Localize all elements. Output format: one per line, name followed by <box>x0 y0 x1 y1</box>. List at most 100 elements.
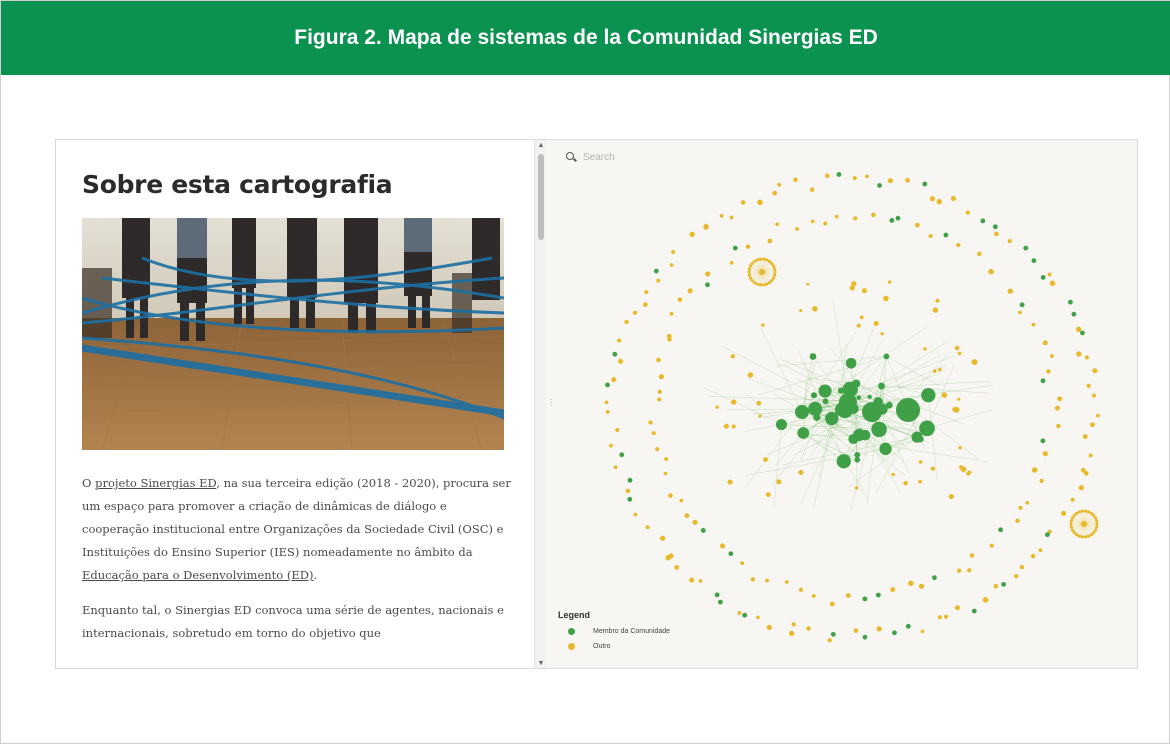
graph-node-other[interactable] <box>1095 519 1099 523</box>
graph-node-other[interactable] <box>1088 453 1093 458</box>
graph-node-other[interactable] <box>943 614 949 619</box>
graph-node-other[interactable] <box>1082 434 1088 440</box>
graph-edge[interactable] <box>832 300 858 455</box>
graph-node-other[interactable] <box>956 568 962 573</box>
graph-node-other[interactable] <box>982 597 989 603</box>
scroll-thumb[interactable] <box>538 154 544 240</box>
graph-node-other[interactable] <box>923 347 927 351</box>
graph-node-other[interactable] <box>737 610 742 615</box>
network-map-panel[interactable]: Legend Membro da Comunidade Outro <box>552 140 1137 668</box>
graph-node-member[interactable] <box>980 218 986 224</box>
graph-node-other[interactable] <box>657 389 662 394</box>
graph-node-other[interactable] <box>766 624 772 630</box>
graph-node-member[interactable] <box>871 421 887 438</box>
graph-node-other[interactable] <box>679 498 684 503</box>
graph-node-member[interactable] <box>830 631 836 637</box>
graph-node-other[interactable] <box>1080 509 1085 513</box>
graph-edge[interactable] <box>850 380 991 390</box>
graph-edge[interactable] <box>746 424 782 432</box>
graph-node-other[interactable] <box>765 282 769 286</box>
graph-node-other[interactable] <box>876 626 882 632</box>
graph-node-member[interactable] <box>705 282 710 288</box>
graph-node-other[interactable] <box>873 320 879 326</box>
graph-node-other[interactable] <box>750 577 756 582</box>
graph-node-member[interactable] <box>1067 299 1073 305</box>
graph-node-other[interactable] <box>789 630 795 637</box>
graph-edge[interactable] <box>781 424 880 430</box>
graph-node-member[interactable] <box>797 427 810 439</box>
graph-node-other[interactable] <box>903 480 908 486</box>
graph-node-member[interactable] <box>775 419 788 431</box>
graph-edge[interactable] <box>801 356 814 413</box>
graph-node-other[interactable] <box>810 219 815 224</box>
graph-node-other[interactable] <box>1049 280 1056 287</box>
graph-node-other[interactable] <box>730 354 735 359</box>
graph-node-member[interactable] <box>896 398 920 422</box>
graph-edge[interactable] <box>840 343 847 391</box>
graph-node-other[interactable] <box>988 268 994 274</box>
graph-node-other[interactable] <box>773 273 777 277</box>
graph-node-other[interactable] <box>930 466 935 471</box>
graph-node-other[interactable] <box>1025 500 1030 505</box>
graph-node-other[interactable] <box>965 210 970 215</box>
graph-node-other[interactable] <box>651 431 656 436</box>
graph-node-other[interactable] <box>674 565 680 570</box>
graph-node-member[interactable] <box>867 394 872 399</box>
graph-node-other[interactable] <box>811 594 816 598</box>
graph-node-other[interactable] <box>1089 511 1093 515</box>
graph-node-other[interactable] <box>720 543 726 549</box>
graph-node-member[interactable] <box>837 387 844 394</box>
panel-resize-handle[interactable]: ⋮ <box>546 140 555 668</box>
graph-node-other[interactable] <box>1093 516 1098 520</box>
graph-node-other[interactable] <box>747 267 751 271</box>
graph-node-other[interactable] <box>633 512 638 517</box>
graph-node-other[interactable] <box>748 276 753 280</box>
graph-node-other[interactable] <box>617 338 622 343</box>
graph-node-other[interactable] <box>1083 509 1088 513</box>
graph-node-other[interactable] <box>747 273 751 277</box>
graph-edge[interactable] <box>869 365 946 397</box>
graph-node-other[interactable] <box>953 406 960 413</box>
graph-node-other[interactable] <box>1070 497 1075 502</box>
graph-node-other[interactable] <box>770 261 774 265</box>
graph-node-other[interactable] <box>798 469 804 475</box>
scroll-up-arrow-icon[interactable]: ▲ <box>537 142 545 149</box>
graph-node-other[interactable] <box>905 177 910 183</box>
graph-node-other[interactable] <box>655 447 660 452</box>
graph-node-other[interactable] <box>644 290 649 295</box>
graph-node-other[interactable] <box>957 397 961 401</box>
graph-node-member[interactable] <box>889 218 895 223</box>
graph-node-other[interactable] <box>920 629 925 634</box>
graph-node-other[interactable] <box>1095 522 1099 526</box>
graph-node-member[interactable] <box>612 351 618 357</box>
graph-node-other[interactable] <box>809 187 815 192</box>
graph-edge[interactable] <box>830 446 858 461</box>
graph-node-other[interactable] <box>771 276 776 280</box>
graph-node-other[interactable] <box>658 374 664 380</box>
graph-node-other[interactable] <box>1086 383 1091 388</box>
graph-node-member[interactable] <box>862 402 882 422</box>
graph-node-other[interactable] <box>645 525 650 530</box>
graph-node-member[interactable] <box>1001 581 1006 587</box>
graph-node-member[interactable] <box>856 395 862 400</box>
graph-edge[interactable] <box>926 364 955 429</box>
graph-node-other[interactable] <box>795 226 800 231</box>
graph-node-other[interactable] <box>861 288 867 294</box>
graph-node-other[interactable] <box>932 369 937 373</box>
graph-node-other[interactable] <box>613 465 618 470</box>
graph-node-other[interactable] <box>989 543 994 548</box>
graph-node-other[interactable] <box>723 423 729 429</box>
graph-edge[interactable] <box>803 432 989 463</box>
graph-node-other[interactable] <box>932 307 939 313</box>
graph-node-other[interactable] <box>948 494 954 500</box>
graph-node-other[interactable] <box>731 424 736 429</box>
graph-node-other[interactable] <box>715 405 719 409</box>
graph-node-other[interactable] <box>950 195 956 202</box>
graph-node-other[interactable] <box>929 196 935 202</box>
graph-node-other[interactable] <box>669 263 674 267</box>
graph-node-member[interactable] <box>732 245 738 251</box>
graph-node-member[interactable] <box>992 224 998 230</box>
graph-node-other[interactable] <box>617 358 624 364</box>
graph-node-member[interactable] <box>1031 258 1037 264</box>
graph-node-other[interactable] <box>825 173 830 179</box>
